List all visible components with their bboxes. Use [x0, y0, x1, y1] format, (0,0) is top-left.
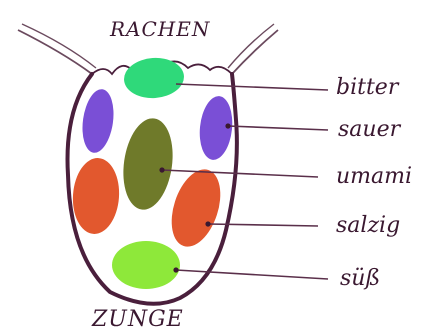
umami-label: umami [336, 164, 412, 189]
salzig-leader-dot [205, 221, 210, 226]
sauer-leader-line [228, 126, 328, 130]
salzig-leader-line [208, 224, 318, 226]
bitter-label: bitter [336, 75, 400, 100]
suess-region [112, 241, 180, 289]
umami-region [118, 115, 178, 213]
sauer-leader-dot [225, 123, 230, 128]
rachen-label: RACHEN [109, 17, 211, 41]
zunge-label: ZUNGE [91, 307, 184, 331]
suess-leader-line [176, 270, 328, 279]
bitter-leader-line [176, 84, 328, 90]
salzig-label: salzig [336, 213, 400, 238]
salzig-region-left [70, 156, 121, 235]
sauer-region-left [79, 87, 118, 155]
throat-right-wall [232, 30, 278, 74]
umami-leader-dot [159, 167, 164, 172]
suess-label: süß [340, 266, 380, 291]
throat-right-wall-inner [228, 24, 274, 68]
bitter-region [123, 56, 186, 100]
sauer-label: sauer [338, 117, 402, 142]
throat-left-wall-inner [22, 24, 96, 68]
salzig-region-right [163, 163, 230, 253]
throat-left-wall [18, 30, 92, 74]
suess-leader-dot [173, 267, 178, 272]
umami-leader-line [162, 170, 318, 177]
